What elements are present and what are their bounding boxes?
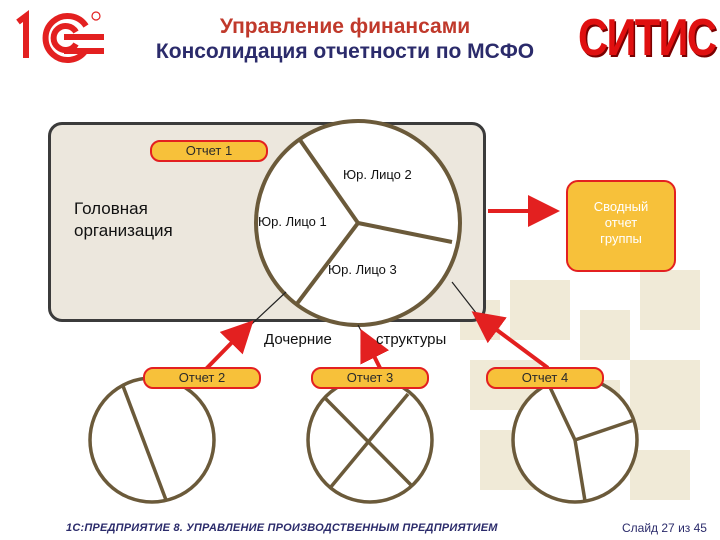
report-1-pill[interactable]: Отчет 1 (150, 140, 268, 162)
subsidiary-pie-3 (306, 376, 434, 504)
title-line-1: Управление финансами (219, 15, 471, 38)
summary-line-1: Сводный (593, 199, 649, 214)
report-2-pill[interactable]: Отчет 2 (143, 367, 261, 389)
summary-line-3: группы (600, 231, 642, 246)
title-line-2: Консолидация отчетности по МСФО (155, 40, 535, 63)
arrow-report-4 (471, 311, 550, 370)
group-summary-report[interactable]: Сводный отчет группы (566, 180, 676, 272)
entity-1-label: Юр. Лицо 1 (258, 214, 327, 229)
footer-product: 1С:ПРЕДПРИЯТИЕ 8. УПРАВЛЕНИЕ ПРОИЗВОДСТВ… (66, 522, 498, 534)
header (0, 0, 720, 78)
report-3-pill[interactable]: Отчет 3 (311, 367, 429, 389)
slide-number: Слайд 27 из 45 (622, 521, 707, 535)
head-organization-label: Головная организация (74, 198, 214, 242)
arrow-report-2 (203, 320, 254, 372)
footer (0, 518, 720, 540)
report-4-pill[interactable]: Отчет 4 (486, 367, 604, 389)
page-title: Управление финансами Консолидация отчетн… (110, 14, 580, 64)
connector-right (451, 281, 481, 319)
arrow-report-3 (360, 328, 390, 369)
subsidiaries-label-right: структуры (376, 331, 447, 348)
sitis-logo: СИТИС (578, 9, 717, 67)
1c-logo (16, 10, 104, 63)
entity-3-label: Юр. Лицо 3 (328, 262, 397, 277)
subsidiary-pie-4 (511, 376, 639, 504)
summary-line-2: отчет (604, 215, 638, 230)
entity-2-label: Юр. Лицо 2 (343, 167, 412, 182)
subsidiary-pie-2 (88, 376, 216, 504)
subsidiaries-label-left: Дочерние (264, 331, 332, 348)
head-organization-text: Головная организация (74, 199, 173, 240)
